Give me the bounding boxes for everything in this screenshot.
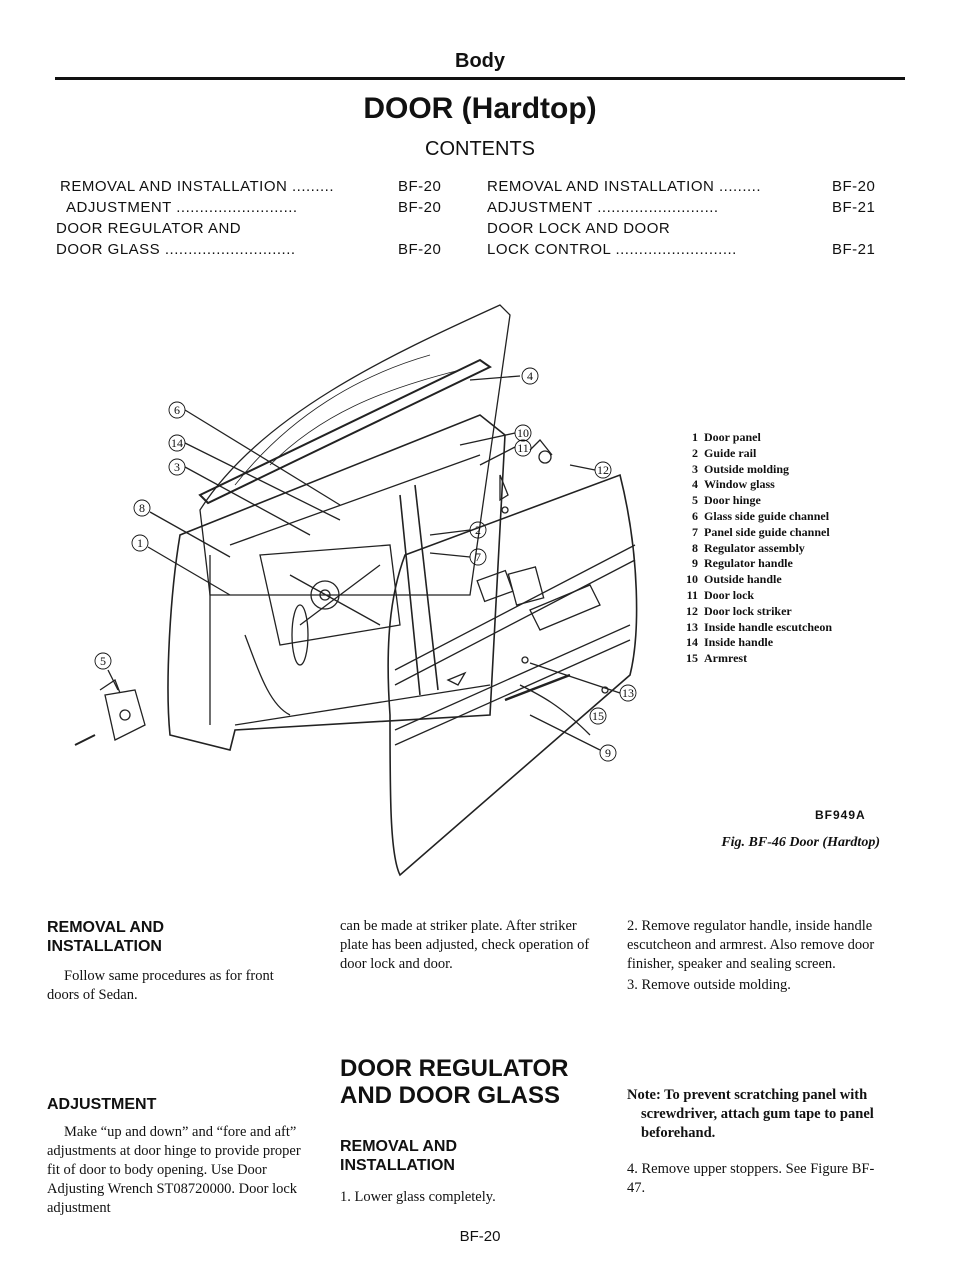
heading-door-glass: AND DOOR GLASS — [340, 1082, 561, 1109]
toc-left-label-1: REMOVAL AND INSTALLATION ......... — [60, 178, 334, 195]
paragraph: Make “up and down” and “fore and aft” ad… — [47, 1124, 301, 1216]
callout-11: 11 — [517, 441, 529, 455]
toc-left-label-3: DOOR REGULATOR AND — [56, 220, 242, 237]
callout-4: 4 — [527, 369, 533, 383]
callout-14: 14 — [171, 436, 183, 450]
window-glass-outline — [199, 304, 511, 596]
callout-12: 12 — [597, 463, 609, 477]
toc-left-page-4: BF-20 — [398, 241, 442, 258]
callout-1: 1 — [137, 536, 143, 550]
toc-right-page-1: BF-20 — [832, 178, 876, 195]
toc-right-label-1: REMOVAL AND INSTALLATION ......... — [487, 178, 761, 195]
toc-right-label-4: LOCK CONTROL .......................... — [487, 241, 737, 258]
callout-13: 13 — [622, 686, 634, 700]
callout-5: 5 — [100, 654, 106, 668]
figure-code: BF949A — [815, 808, 866, 822]
callout-15: 15 — [592, 709, 604, 723]
callout-9: 9 — [605, 746, 611, 760]
door-finisher-outline — [387, 473, 638, 877]
heading-door-regulator: DOOR REGULATOR — [340, 1055, 569, 1082]
paragraph: 4. Remove upper stoppers. See Figure BF-… — [627, 1161, 875, 1196]
note: Note: To prevent scratching panel with s… — [627, 1087, 874, 1141]
door-frame-outline — [167, 414, 506, 751]
paragraph: can be made at striker plate. After stri… — [340, 918, 590, 972]
column-2: can be made at striker plate. After stri… — [340, 917, 592, 1207]
page-title: DOOR (Hardtop) — [363, 92, 597, 125]
figure-caption: Fig. BF-46 Door (Hardtop) — [721, 835, 880, 850]
paragraph: Follow same procedures as for front door… — [47, 968, 274, 1003]
paragraph: 3. Remove outside molding. — [627, 977, 791, 993]
callout-6: 6 — [174, 403, 180, 417]
toc-left-label-4: DOOR GLASS ............................ — [56, 241, 296, 258]
toc-left-page-2: BF-20 — [398, 199, 442, 216]
header-rule — [55, 77, 905, 80]
toc-right-label-2: ADJUSTMENT .......................... — [487, 199, 719, 216]
heading-installation: INSTALLATION — [340, 1157, 455, 1174]
door-exploded-diagram: 4 6 14 3 8 1 10 11 12 2 7 5 13 15 9 — [74, 304, 638, 877]
callout-8: 8 — [139, 501, 145, 515]
callout-10: 10 — [517, 426, 529, 440]
paragraph: 2. Remove regulator handle, inside handl… — [627, 918, 875, 972]
heading-installation: INSTALLATION — [47, 938, 162, 955]
toc-right-page-2: BF-21 — [832, 199, 876, 216]
heading-removal: REMOVAL AND — [340, 1138, 458, 1155]
toc-left-page-1: BF-20 — [398, 178, 442, 195]
toc-left: REMOVAL AND INSTALLATION ......... BF-20… — [56, 178, 450, 268]
toc-right-page-4: BF-21 — [832, 241, 876, 258]
paragraph: 1. Lower glass completely. — [340, 1189, 496, 1205]
heading-adjustment: ADJUSTMENT — [47, 1096, 157, 1113]
contents-heading: CONTENTS — [425, 138, 535, 160]
callout-7: 7 — [475, 550, 481, 564]
toc-left-label-2: ADJUSTMENT .......................... — [66, 199, 298, 216]
heading-removal: REMOVAL AND — [47, 919, 165, 936]
column-1: REMOVAL AND INSTALLATION Follow same pro… — [47, 918, 305, 1218]
callout-2: 2 — [475, 523, 481, 537]
column-3: 2. Remove regulator handle, inside handl… — [627, 917, 882, 1198]
toc-right: REMOVAL AND INSTALLATION ......... BF-20… — [487, 178, 887, 268]
page-number: BF-20 — [459, 1228, 501, 1245]
callout-3: 3 — [174, 460, 180, 474]
toc-right-label-3: DOOR LOCK AND DOOR — [487, 220, 671, 237]
section-title: Body — [455, 50, 505, 72]
